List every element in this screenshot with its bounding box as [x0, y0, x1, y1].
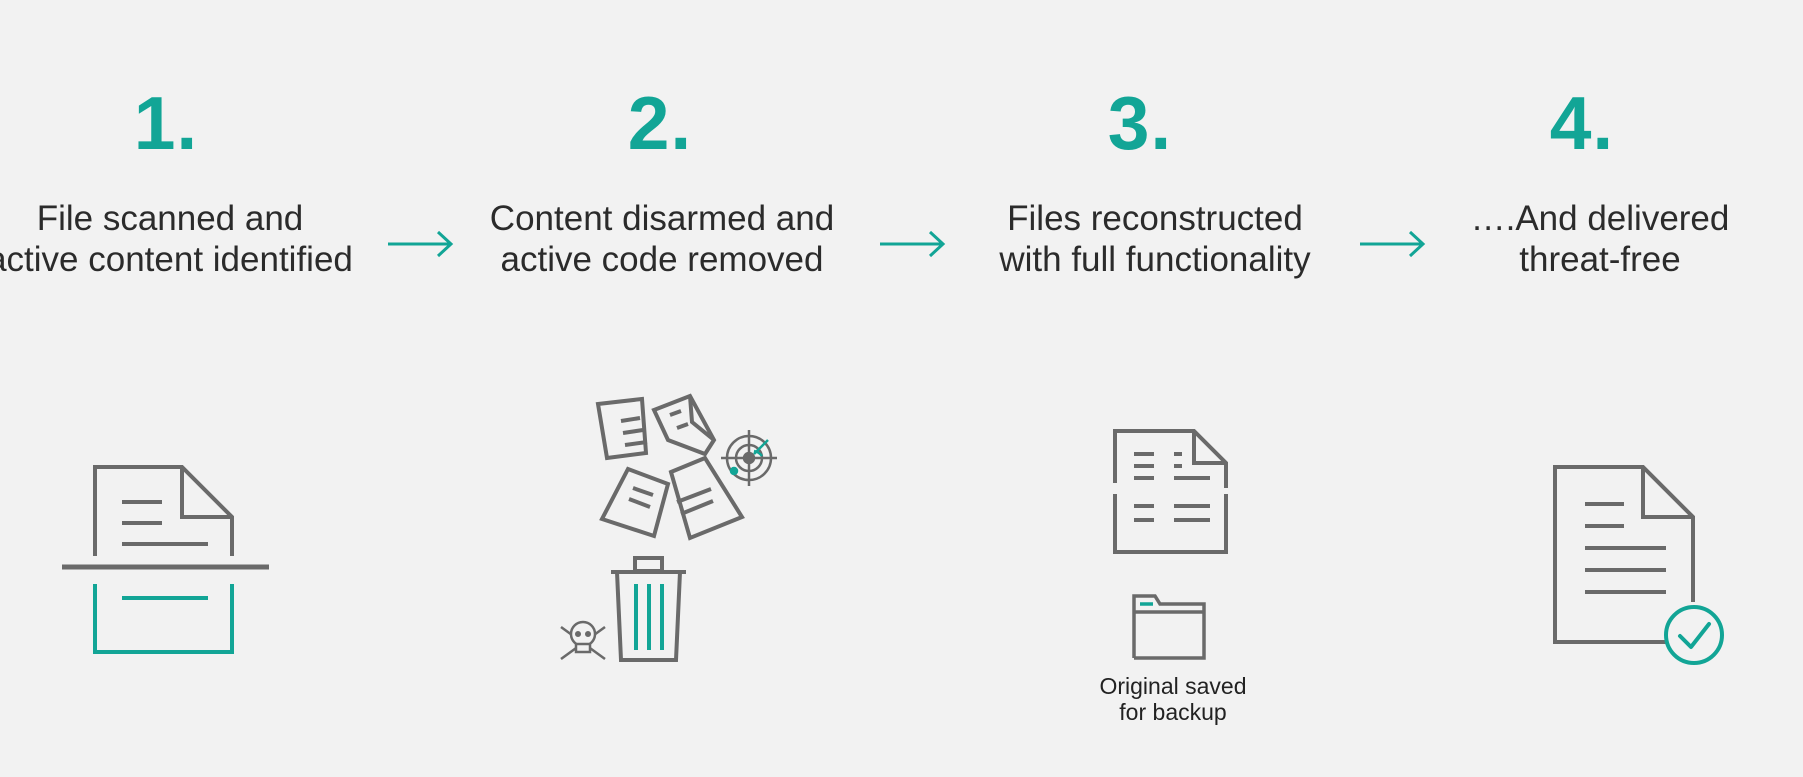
- arrow-right-icon: [388, 230, 454, 258]
- step-2-description: Content disarmed and active code removed: [452, 198, 872, 280]
- backup-caption: Original saved for backup: [1058, 673, 1288, 725]
- arrow-right-icon: [1360, 230, 1426, 258]
- file-check-icon: [1553, 465, 1724, 665]
- step-2-line-1: Content disarmed and: [489, 199, 835, 238]
- step-4-line-1: ….And delivered: [1470, 199, 1730, 238]
- backup-caption-line-2: for backup: [1119, 699, 1227, 725]
- step-3-line-2: with full functionality: [999, 240, 1311, 279]
- step-4-number: 4.: [1549, 81, 1615, 165]
- step-4-line-2: threat-free: [1519, 240, 1681, 279]
- backup-caption-line-1: Original saved: [1099, 673, 1247, 699]
- file-scanner-icon: [62, 465, 269, 654]
- step-4-description: ….And delivered threat-free: [1390, 198, 1803, 280]
- step-1-number: 1.: [133, 81, 199, 165]
- disarmed-documents-trash-icon: [560, 393, 777, 662]
- step-1-line-2: active content identified: [0, 240, 353, 279]
- step-3-description: Files reconstructed with full functional…: [945, 198, 1365, 280]
- arrow-right-icon: [880, 230, 946, 258]
- step-3-line-1: Files reconstructed: [1007, 199, 1303, 238]
- step-1-description: File scanned and active content identifi…: [0, 198, 380, 280]
- step-2-line-2: active code removed: [500, 240, 824, 279]
- folder-icon: [1132, 594, 1206, 660]
- step-1-line-1: File scanned and: [36, 199, 304, 238]
- step-3-number: 3.: [1107, 81, 1173, 165]
- step-2-number: 2.: [627, 81, 693, 165]
- reconstructed-file-icon: [1113, 429, 1228, 554]
